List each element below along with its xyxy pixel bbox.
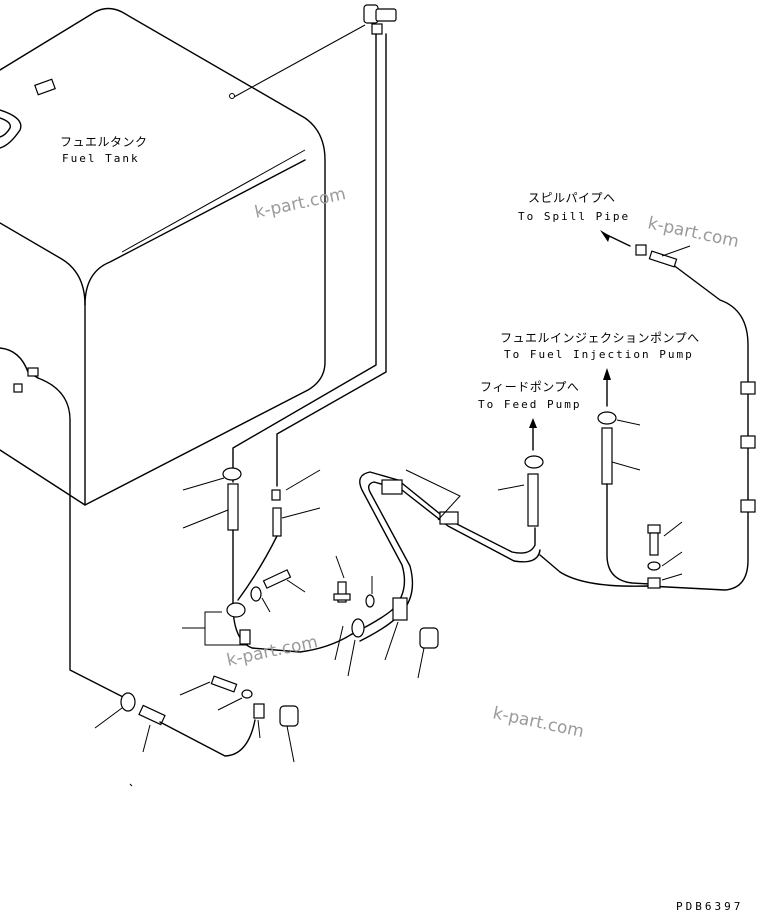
fuel-tank: フュエルタンク Fuel Tank xyxy=(0,7,326,506)
watermark: k-part.com xyxy=(491,703,586,742)
watermark: k-part.com xyxy=(253,184,348,223)
hose-left xyxy=(182,467,242,531)
watermark: k-part.com xyxy=(225,632,320,671)
tank-outlet-fitting xyxy=(233,4,397,98)
bolt-center xyxy=(333,555,375,608)
return-pipe-pair xyxy=(232,33,387,487)
clamp-bracket-left xyxy=(182,602,251,646)
fuel-tank-label-en: Fuel Tank xyxy=(62,152,140,165)
fuel-tank-label-jp: フュエルタンク xyxy=(60,135,148,149)
injection-pump-label-jp: フュエルインジェクションポンプへ xyxy=(500,331,700,345)
injection-pump-label-en: To Fuel Injection Pump xyxy=(504,348,694,361)
feed-pump-label-jp: フィードポンプへ xyxy=(480,380,579,394)
feed-pump-label-en: To Feed Pump xyxy=(478,398,581,411)
hose-right xyxy=(271,469,321,537)
feed-pump-hose: フィードポンプへ To Feed Pump xyxy=(478,380,581,527)
lower-fittings xyxy=(179,675,265,739)
bolt-right xyxy=(647,521,683,589)
spill-pipe-label-jp: スピルパイプヘ xyxy=(528,191,616,205)
clamp-bracket-upper xyxy=(381,469,461,525)
clamp-loop xyxy=(347,597,408,677)
injection-pump-hose: フュエルインジェクションポンプへ To Fuel Injection Pump xyxy=(500,331,700,585)
bolt-left xyxy=(250,569,306,613)
drawing-code: PDB6397 xyxy=(676,900,743,911)
spill-pipe-return: スピルパイプヘ To Spill Pipe xyxy=(518,191,756,591)
spill-pipe-label-en: To Spill Pipe xyxy=(518,210,630,223)
collar-bottom xyxy=(279,705,299,763)
watermark: k-part.com xyxy=(646,213,741,252)
supply-pipe xyxy=(37,377,256,787)
collar-right xyxy=(417,627,439,679)
